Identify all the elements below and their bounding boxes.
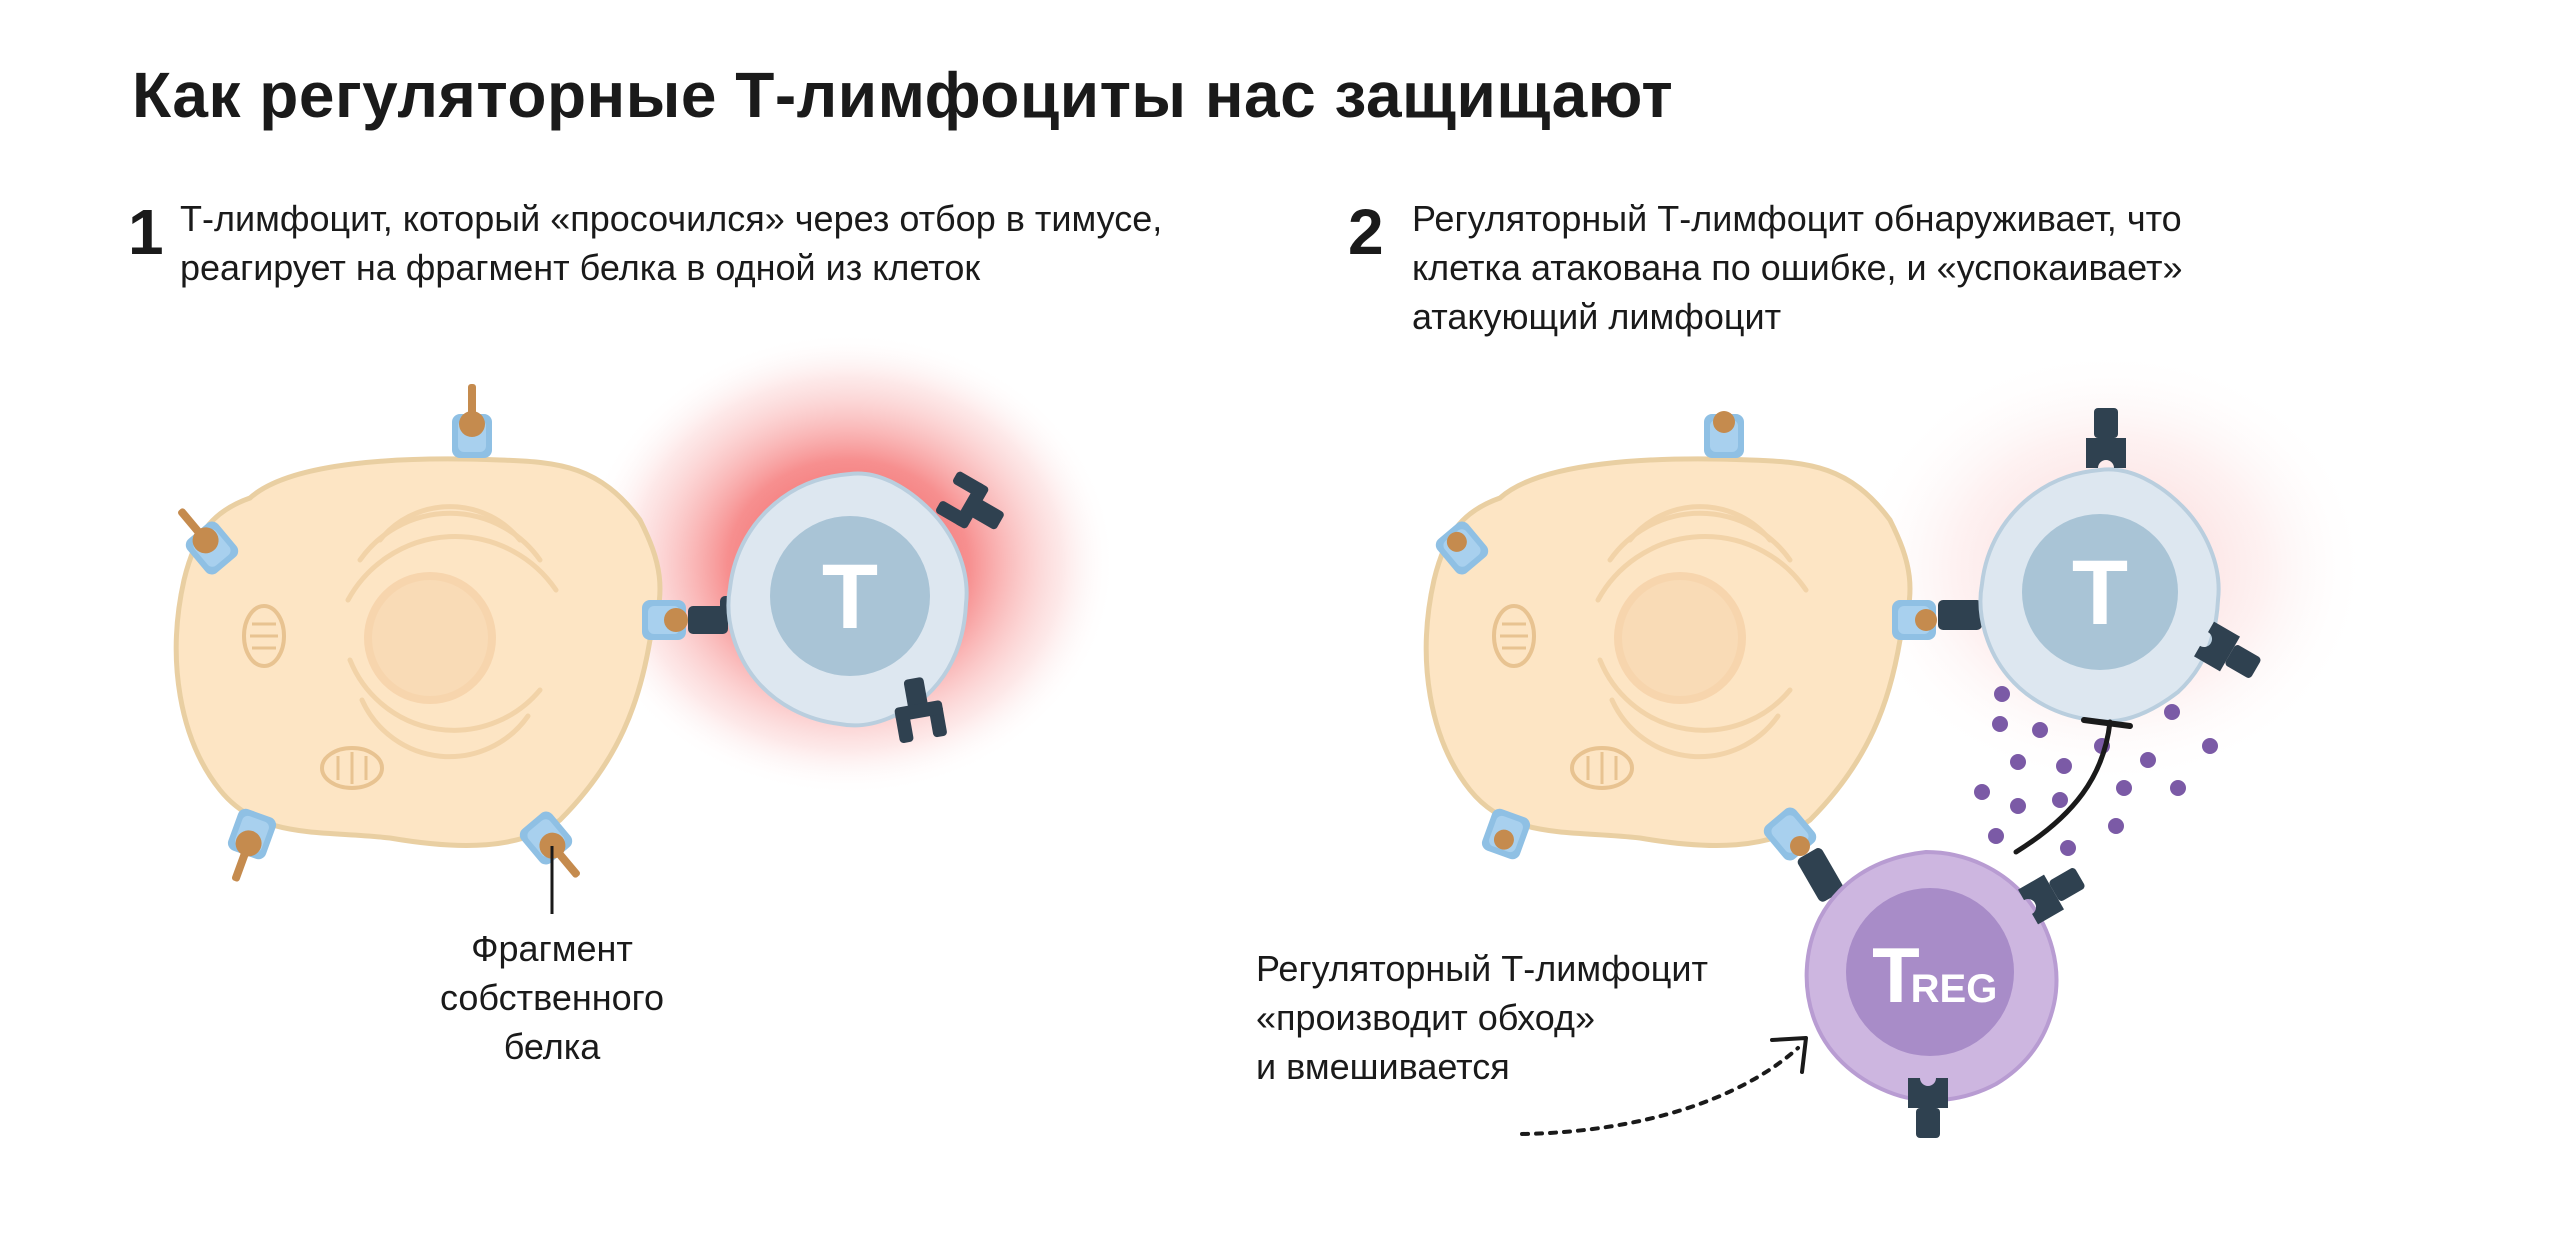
mhc-treg-contact <box>1760 804 1844 902</box>
self-protein-label-line-2: собственного <box>439 977 664 1018</box>
step-2-line-1: Регуляторный Т-лимфоцит обнаруживает, чт… <box>1412 198 2182 239</box>
endoplasmic-reticulum <box>1595 504 1809 760</box>
step-1-number: 1 <box>128 196 164 268</box>
self-protein-label: Фрагмент собственного белка <box>396 924 708 1071</box>
t-cell-letter: T <box>2072 542 2128 644</box>
step-1-line-2: реагирует на фрагмент белка в одной из к… <box>180 247 981 288</box>
endoplasmic-reticulum <box>345 504 559 760</box>
mhc-peptide-bottom-left <box>1479 806 1533 862</box>
step-2-line-3: атакующий лимфоцит <box>1412 296 1782 337</box>
self-protein-label-line-1: Фрагмент <box>471 928 633 969</box>
page-title: Как регуляторные Т-лимфоциты нас защищаю… <box>132 59 1674 131</box>
step-2-line-2: клетка атакована по ошибке, и «успокаива… <box>1412 247 2183 288</box>
mitochondrion <box>320 746 384 790</box>
mhc-peptide-left <box>1432 518 1492 578</box>
mitochondrion <box>1492 604 1536 668</box>
step-2-description: Регуляторный Т-лимфоцит обнаруживает, чт… <box>1412 194 2183 341</box>
bypass-arrow <box>1520 1046 1800 1136</box>
treg-bypass-label-line-3: и вмешивается <box>1256 1046 1510 1087</box>
mitochondrion <box>1570 746 1634 790</box>
self-protein-label-line-3: белка <box>503 1026 601 1067</box>
mhc-tcr-contact <box>1892 600 1982 640</box>
treg-bypass-label: Регуляторный Т-лимфоцит «производит обхо… <box>1256 944 1708 1091</box>
step-1-line-1: Т-лимфоцит, который «просочился» через о… <box>180 198 1163 239</box>
mhc-peptide-top <box>1704 411 1744 458</box>
treg-cell: T REG <box>1804 849 2059 1103</box>
treg-bypass-label-line-2: «производит обход» <box>1256 997 1596 1038</box>
mhc-peptide-top <box>452 384 492 458</box>
panel-1: T <box>169 332 1116 914</box>
t-cell-letter: T <box>822 546 878 648</box>
bypass-arrow-head <box>1770 1036 1808 1074</box>
mitochondrion <box>242 604 286 668</box>
inhibition-arrow <box>2013 719 2113 855</box>
inhibition-arrow-bar <box>2081 717 2133 729</box>
signal-molecules <box>1974 686 2218 856</box>
treg-letter: T <box>1872 931 1920 1019</box>
step-2-number: 2 <box>1348 196 1384 268</box>
mhc-peptide-bottom-left <box>222 806 279 886</box>
t-cell: T <box>1978 467 2221 724</box>
t-cell: T <box>726 471 969 728</box>
treg-bypass-label-line-1: Регуляторный Т-лимфоцит <box>1256 948 1708 989</box>
panel-2: T T <box>1423 348 2370 1138</box>
treg-subscript: REG <box>1911 967 1998 1011</box>
step-1-description: Т-лимфоцит, который «просочился» через о… <box>180 194 1162 292</box>
treg-receptor <box>1908 1078 1948 1138</box>
